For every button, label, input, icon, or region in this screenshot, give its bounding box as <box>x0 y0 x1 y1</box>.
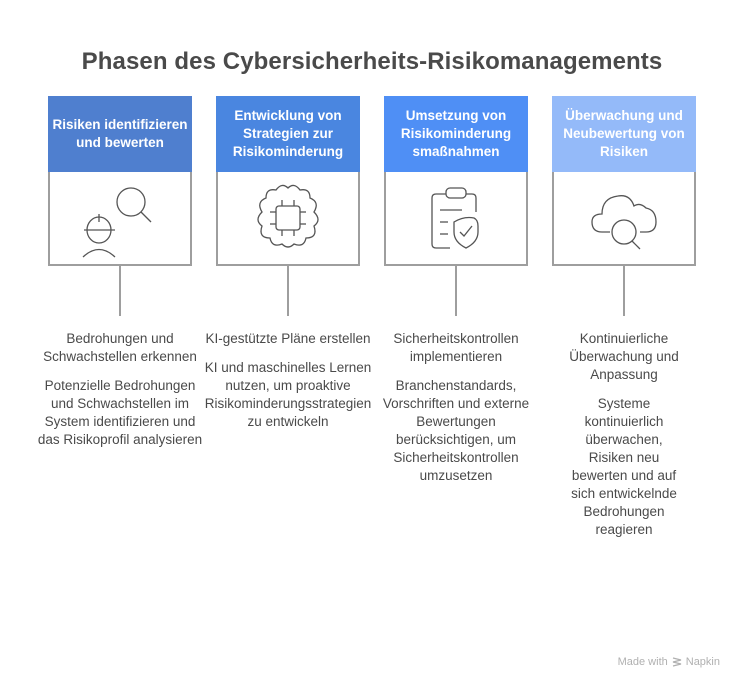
connector-line-1 <box>119 266 121 316</box>
phase-card-3: Umsetzung von Risikominderung smaßnahmen <box>384 96 528 316</box>
phase-card-1: Risiken identifizieren und bewerten <box>48 96 192 316</box>
made-with-label: Made with <box>617 656 668 668</box>
phase-icon-box-2 <box>216 172 360 266</box>
phase-detail-1: Potenzielle Bedrohungen und Schwachstell… <box>37 378 203 447</box>
napkin-logo-icon <box>672 657 681 667</box>
phase-description-1: Bedrohungen und Schwachstellen erkennen … <box>35 330 205 460</box>
phase-header-4: Überwachung und Neubewertung von Risiken <box>552 96 696 172</box>
phase-description-4: Kontinuierliche Überwachung und Anpassun… <box>539 330 709 550</box>
connector-line-4 <box>623 266 625 316</box>
napkin-brand: Napkin <box>685 656 720 668</box>
cloud-search-icon <box>591 195 657 250</box>
phase-header-2: Entwicklung von Strategien zur Risikomin… <box>216 96 360 172</box>
connector-line-3 <box>455 266 457 316</box>
phase-detail-4: Systeme kontinuierlich überwachen, Risik… <box>571 396 677 537</box>
phase-summary-4: Kontinuierliche Überwachung und Anpassun… <box>569 331 679 382</box>
phase-header-1: Risiken identifizieren und bewerten <box>48 96 192 172</box>
ai-brain-chip-icon <box>257 184 319 248</box>
phase-icon-box-1 <box>48 172 192 266</box>
napkin-watermark[interactable]: Made with Napkin <box>618 656 720 668</box>
phase-icon-box-3 <box>384 172 528 266</box>
phase-summary-2: KI-gestützte Pläne erstellen <box>205 331 371 346</box>
diagram-title: Phasen des Cybersicherheits-Risikomanage… <box>81 48 663 75</box>
phase-description-2: KI-gestützte Pläne erstellen KI und masc… <box>203 330 373 442</box>
phase-header-3: Umsetzung von Risikominderung smaßnahmen <box>384 96 528 172</box>
phase-summary-1: Bedrohungen und Schwachstellen erkennen <box>43 331 197 364</box>
phase-detail-2: KI und maschinelles Lernen nutzen, um pr… <box>204 360 372 429</box>
phase-icon-box-4 <box>552 172 696 266</box>
connector-line-2 <box>287 266 289 316</box>
phase-card-4: Überwachung und Neubewertung von Risiken <box>552 96 696 316</box>
clipboard-shield-icon <box>431 187 479 249</box>
phase-card-2: Entwicklung von Strategien zur Risikomin… <box>216 96 360 316</box>
phase-summary-3: Sicherheitskontrollen implementieren <box>393 331 519 364</box>
person-search-icon <box>82 187 152 258</box>
phase-detail-3: Branchenstandards, Vorschriften und exte… <box>382 378 530 483</box>
phase-description-3: Sicherheitskontrollen implementieren Bra… <box>371 330 541 496</box>
